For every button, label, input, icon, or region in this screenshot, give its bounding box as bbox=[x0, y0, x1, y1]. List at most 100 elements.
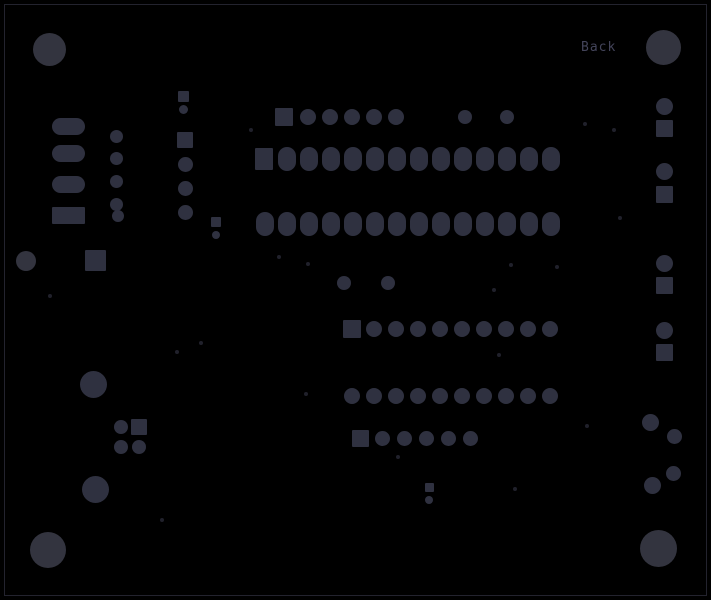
pad-row1-circle-4[interactable] bbox=[366, 109, 382, 125]
pad-right-square-4[interactable] bbox=[656, 344, 673, 361]
pad-row5-circle-9[interactable] bbox=[520, 388, 536, 404]
pad-mid-circle-left[interactable] bbox=[337, 276, 351, 290]
pad-lowerleft-circle-c[interactable] bbox=[114, 440, 128, 454]
pad-col2-circle-2[interactable] bbox=[178, 181, 193, 196]
pad-row6-square[interactable] bbox=[352, 430, 369, 447]
pad-row3-obround-2[interactable] bbox=[278, 212, 296, 236]
pad-row4-circle-8[interactable] bbox=[520, 321, 536, 337]
pad-left-col-circle-1[interactable] bbox=[110, 130, 123, 143]
pad-lowerright-circle-2[interactable] bbox=[667, 429, 682, 444]
pad-row1-square[interactable] bbox=[275, 108, 293, 126]
pad-col2-circle-small[interactable] bbox=[179, 105, 188, 114]
pad-left-circle-top[interactable] bbox=[112, 210, 124, 222]
pad-left-col-circle-2[interactable] bbox=[110, 152, 123, 165]
pad-row4-circle-7[interactable] bbox=[498, 321, 514, 337]
pad-row4-circle-1[interactable] bbox=[366, 321, 382, 337]
pad-lowerright-circle-4[interactable] bbox=[666, 466, 681, 481]
pad-left-rect-4[interactable] bbox=[52, 207, 85, 224]
pad-row3-obround-14[interactable] bbox=[542, 212, 560, 236]
pad-row5-circle-6[interactable] bbox=[454, 388, 470, 404]
pad-bottom-circle-small[interactable] bbox=[425, 496, 433, 504]
pad-row1-circle-7[interactable] bbox=[500, 110, 514, 124]
pad-row5-circle-4[interactable] bbox=[410, 388, 426, 404]
pad-row2-obround-10[interactable] bbox=[476, 147, 494, 171]
pad-row1-circle-2[interactable] bbox=[322, 109, 338, 125]
pad-row4-circle-9[interactable] bbox=[542, 321, 558, 337]
pad-row4-circle-3[interactable] bbox=[410, 321, 426, 337]
pad-row5-circle-2[interactable] bbox=[366, 388, 382, 404]
pad-row3-obround-7[interactable] bbox=[388, 212, 406, 236]
pad-col3-square-small[interactable] bbox=[211, 217, 221, 227]
pad-row2-obround-9[interactable] bbox=[454, 147, 472, 171]
pad-row5-circle-10[interactable] bbox=[542, 388, 558, 404]
pad-row2-obround-8[interactable] bbox=[432, 147, 450, 171]
pad-row2-obround-13[interactable] bbox=[542, 147, 560, 171]
pad-row3-obround-11[interactable] bbox=[476, 212, 494, 236]
pad-mid-circle-right[interactable] bbox=[381, 276, 395, 290]
pad-row6-circle-2[interactable] bbox=[397, 431, 412, 446]
pad-row4-square[interactable] bbox=[343, 320, 361, 338]
pad-left-col-circle-4[interactable] bbox=[110, 198, 123, 211]
pad-row2-obround-6[interactable] bbox=[388, 147, 406, 171]
pad-col2-square-small[interactable] bbox=[178, 91, 189, 102]
pad-row2-obround-7[interactable] bbox=[410, 147, 428, 171]
pad-lowerleft-circle-d[interactable] bbox=[132, 440, 146, 454]
pad-row2-obround-5[interactable] bbox=[366, 147, 384, 171]
pad-row3-obround-8[interactable] bbox=[410, 212, 428, 236]
pad-row5-circle-3[interactable] bbox=[388, 388, 404, 404]
pad-row3-obround-6[interactable] bbox=[366, 212, 384, 236]
pad-left-col-circle-3[interactable] bbox=[110, 175, 123, 188]
pad-row4-circle-4[interactable] bbox=[432, 321, 448, 337]
pad-row2-obround-3[interactable] bbox=[322, 147, 340, 171]
pad-lowerleft-big-circle-2[interactable] bbox=[82, 476, 109, 503]
pad-row1-circle-5[interactable] bbox=[388, 109, 404, 125]
pad-right-circle-4[interactable] bbox=[656, 322, 673, 339]
pad-row2-obround-11[interactable] bbox=[498, 147, 516, 171]
pad-col2-square-big[interactable] bbox=[177, 132, 193, 148]
pad-row3-obround-5[interactable] bbox=[344, 212, 362, 236]
pad-col2-circle-3[interactable] bbox=[178, 205, 193, 220]
pad-left-oblong-3[interactable] bbox=[52, 176, 85, 193]
pad-right-square-2[interactable] bbox=[656, 186, 673, 203]
pad-row6-circle-1[interactable] bbox=[375, 431, 390, 446]
pad-left-oblong-2[interactable] bbox=[52, 145, 85, 162]
pad-col2-circle-1[interactable] bbox=[178, 157, 193, 172]
pad-left-square-big[interactable] bbox=[85, 250, 106, 271]
pad-row4-circle-6[interactable] bbox=[476, 321, 492, 337]
pad-row3-obround-13[interactable] bbox=[520, 212, 538, 236]
pad-row4-circle-2[interactable] bbox=[388, 321, 404, 337]
pad-row2-obround-1[interactable] bbox=[278, 147, 296, 171]
pad-right-circle-3[interactable] bbox=[656, 255, 673, 272]
pad-row3-obround-1[interactable] bbox=[256, 212, 274, 236]
pad-row6-circle-4[interactable] bbox=[441, 431, 456, 446]
pad-row6-circle-5[interactable] bbox=[463, 431, 478, 446]
mounting-hole-bottom-left[interactable] bbox=[30, 532, 66, 568]
pad-lowerright-circle-1[interactable] bbox=[642, 414, 659, 431]
pad-right-square-1[interactable] bbox=[656, 120, 673, 137]
pad-lowerleft-circle-a[interactable] bbox=[114, 420, 128, 434]
pad-row6-circle-3[interactable] bbox=[419, 431, 434, 446]
pad-col3-circle-small[interactable] bbox=[212, 231, 220, 239]
pad-row3-obround-9[interactable] bbox=[432, 212, 450, 236]
pad-row5-circle-7[interactable] bbox=[476, 388, 492, 404]
pad-row1-circle-6[interactable] bbox=[458, 110, 472, 124]
pad-row5-circle-1[interactable] bbox=[344, 388, 360, 404]
pad-right-circle-1[interactable] bbox=[656, 98, 673, 115]
pad-row3-obround-10[interactable] bbox=[454, 212, 472, 236]
mounting-hole-top-right[interactable] bbox=[646, 30, 681, 65]
pad-row5-circle-5[interactable] bbox=[432, 388, 448, 404]
pad-row1-circle-1[interactable] bbox=[300, 109, 316, 125]
mounting-hole-top-left[interactable] bbox=[33, 33, 66, 66]
pad-row2-square[interactable] bbox=[255, 148, 273, 170]
pad-row2-obround-2[interactable] bbox=[300, 147, 318, 171]
mounting-hole-bottom-right[interactable] bbox=[640, 530, 677, 567]
mounting-hole-mid-left[interactable] bbox=[16, 251, 36, 271]
pad-left-oblong-1[interactable] bbox=[52, 118, 85, 135]
pad-row3-obround-12[interactable] bbox=[498, 212, 516, 236]
pad-row1-circle-3[interactable] bbox=[344, 109, 360, 125]
pad-row2-obround-12[interactable] bbox=[520, 147, 538, 171]
pad-lowerleft-big-circle-1[interactable] bbox=[80, 371, 107, 398]
pad-lowerleft-square-b[interactable] bbox=[131, 419, 147, 435]
pad-row3-obround-3[interactable] bbox=[300, 212, 318, 236]
